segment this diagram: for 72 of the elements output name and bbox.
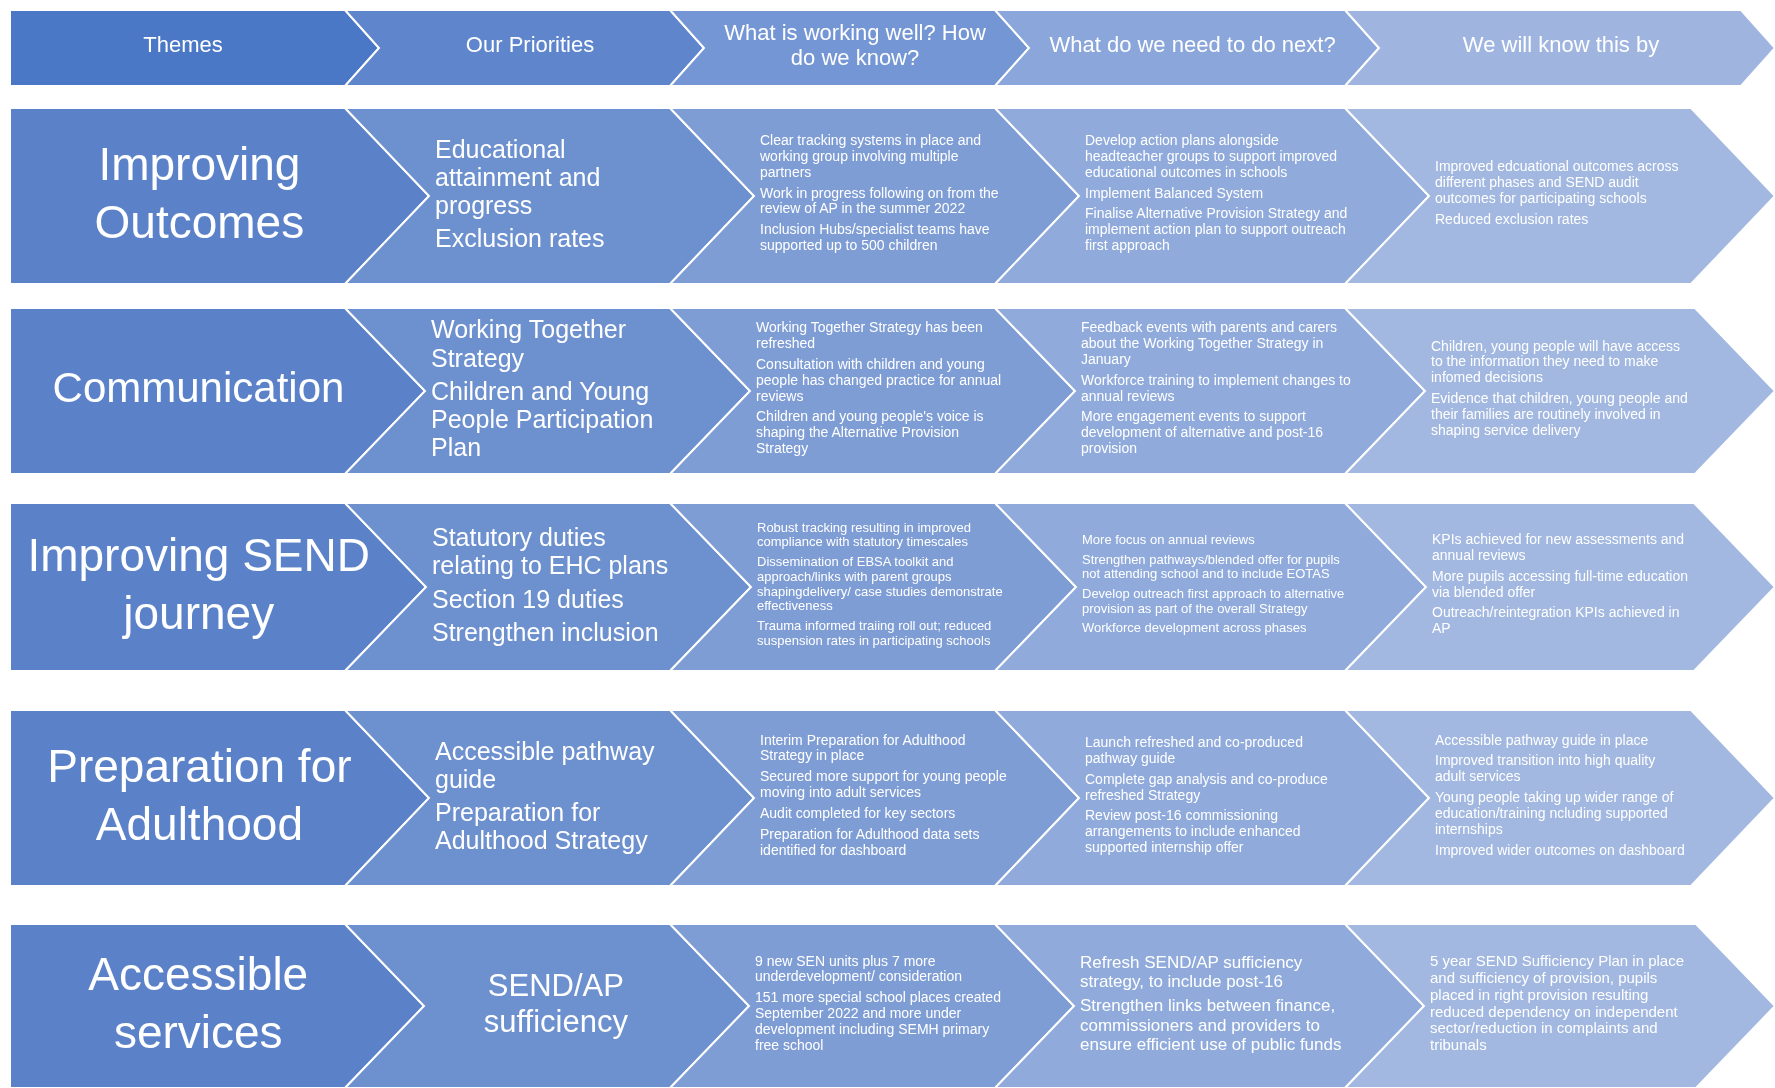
bullet-text: Improved transition into high quality adult services: [1435, 753, 1657, 786]
bullet-text: Trauma informed traiing roll out; reduced suspension rates in participating schools: [757, 618, 993, 649]
bullet-text: Implement Balanced System: [1085, 185, 1265, 202]
column-heading: Themes: [142, 33, 224, 58]
bullet-text: Young people taking up wider range of education/training ncluding supported internships: [1435, 790, 1675, 838]
bullet-text: Audit completed for key sectors: [760, 805, 957, 822]
bullet-text: Interim Preparation for Adulthood Strategy in place: [760, 732, 967, 765]
column-heading: We will know this by: [1461, 33, 1661, 58]
bullet-text: Workforce development across phases: [1082, 621, 1308, 637]
bullet-text: Consultation with children and young people has changed practice for annual reviews: [756, 356, 1003, 405]
priority-text: Section 19 duties: [432, 584, 625, 613]
priority-text: Statutory duties relating to EHC plans: [432, 523, 670, 580]
table-step-band: [345, 108, 754, 284]
bullet-text: Evidence that children, young people and their families are routinely involved in shaping service delivery: [1431, 391, 1689, 439]
theme-band: [10, 710, 429, 886]
bullet-text: Clear tracking systems in place and working group involving multiple partners: [760, 133, 982, 181]
bullet-text: Children, young people will have access to the information they need to make infomed decisions: [1431, 338, 1682, 386]
bullet-text: Improved wider outcomes on dashboard: [1435, 842, 1686, 859]
bullet-text: 9 new SEN units plus 7 more underdevelopment/ consideration: [755, 953, 964, 986]
priority-text: Strengthen inclusion: [432, 617, 660, 646]
column-header-band: [10, 10, 379, 86]
bullet-text: More engagement events to support development of alternative and post-16 provision: [1081, 409, 1325, 457]
bullet-text: Children and young people's voice is shaping the Alternative Provision Strategy: [756, 409, 985, 457]
bullet-text: Workforce training to implement changes to annual reviews: [1081, 372, 1352, 405]
bullet-text: Working Together Strategy has been refreshed: [756, 320, 984, 352]
bullet-text: KPIs achieved for new assessments and annual reviews: [1432, 532, 1686, 564]
priority-text: SEND/AP sufficiency: [482, 968, 629, 1039]
priority-text: Children and Young People Participation Plan: [431, 376, 655, 462]
bullet-text: Strengthen pathways/blended offer for pupils not attending school and to include EOTAS: [1082, 552, 1341, 582]
bullet-text: Strengthen links between finance, commissioners and providers to ensure efficient use of public funds: [1080, 996, 1343, 1054]
bullet-text: More focus on annual reviews: [1082, 532, 1256, 548]
theme-title: Accessible services: [87, 947, 310, 1060]
table-step-band: [1345, 924, 1775, 1088]
column-heading: What do we need to do next?: [1048, 33, 1337, 58]
priority-text: Exclusion rates: [435, 224, 606, 253]
bullet-text: Accessible pathway guide in place: [1435, 732, 1650, 749]
column-heading: Our Priorities: [464, 33, 596, 58]
table-step-band: [1345, 108, 1775, 284]
column-header-band: [1345, 10, 1775, 86]
bullet-text: Develop outreach first approach to alternative provision as part of the overall Strategy: [1082, 587, 1346, 617]
bullet-text: More pupils accessing full-time education via blended offer: [1432, 568, 1689, 601]
bullet-text: 5 year SEND Sufficiency Plan in place and sufficiency of provision, pupils placed in right provision resulting reduced dependency on independent sector/reduction in complaints and tribunals: [1430, 952, 1686, 1055]
bullet-text: Refresh SEND/AP sufficiency strategy, to include post-16: [1080, 953, 1304, 992]
bullet-text: Launch refreshed and co-produced pathway guide: [1085, 735, 1304, 767]
bullet-text: Improved edcuational outcomes across different phases and SEND audit outcomes for participating schools: [1435, 159, 1680, 207]
bullet-text: Develop action plans alongside headteacher groups to support improved educational outcomes in schools: [1085, 133, 1339, 181]
table-step-band: [1345, 503, 1775, 671]
priority-text: Accessible pathway guide: [435, 736, 656, 793]
table-step-band: [345, 924, 749, 1088]
theme-title: Improving SEND journey: [26, 528, 371, 641]
column-header-band: [995, 10, 1379, 86]
priority-text: Educational attainment and progress: [435, 134, 602, 220]
bullet-text: Feedback events with parents and carers about the Working Together Strategy in January: [1081, 320, 1339, 368]
bullet-text: Preparation for Adulthood data sets identified for dashboard: [760, 826, 981, 859]
table-step-band: [1345, 710, 1775, 886]
theme-title: Preparation for Adulthood: [46, 739, 353, 852]
bullet-text: Inclusion Hubs/specialist teams have supported up to 500 children: [760, 222, 991, 254]
bullet-text: Robust tracking resulting in improved compliance with statutory timescales: [757, 520, 972, 551]
bullet-text: Secured more support for young people moving into adult services: [760, 769, 1008, 801]
priority-text: Working Together Strategy: [431, 315, 628, 372]
bullet-text: Reduced exclusion rates: [1435, 211, 1590, 228]
theme-band: [10, 108, 429, 284]
bullet-text: Work in progress following on from the review of AP in the summer 2022: [760, 185, 1000, 218]
bullet-text: 151 more special school places created September 2022 and more under development including SEMH primary free school: [755, 990, 1002, 1054]
theme-title: Improving Outcomes: [93, 137, 306, 250]
bullet-text: Dissemination of EBSA toolkit and approach/links with parent groups shapingdelivery/ case studies demonstrate effectiveness: [757, 555, 1004, 614]
bullet-text: Review post-16 commissioning arrangements to include enhanced supported internship offer: [1085, 808, 1302, 856]
bullet-text: Complete gap analysis and co-produce refreshed Strategy: [1085, 771, 1329, 804]
priority-text: Preparation for Adulthood Strategy: [435, 798, 649, 855]
bullet-text: Outreach/reintegration KPIs achieved in AP: [1432, 605, 1681, 637]
bullet-text: Finalise Alternative Provision Strategy and implement action plan to support outreach first approach: [1085, 206, 1349, 254]
column-heading: What is working well? How do we know?: [723, 20, 987, 71]
